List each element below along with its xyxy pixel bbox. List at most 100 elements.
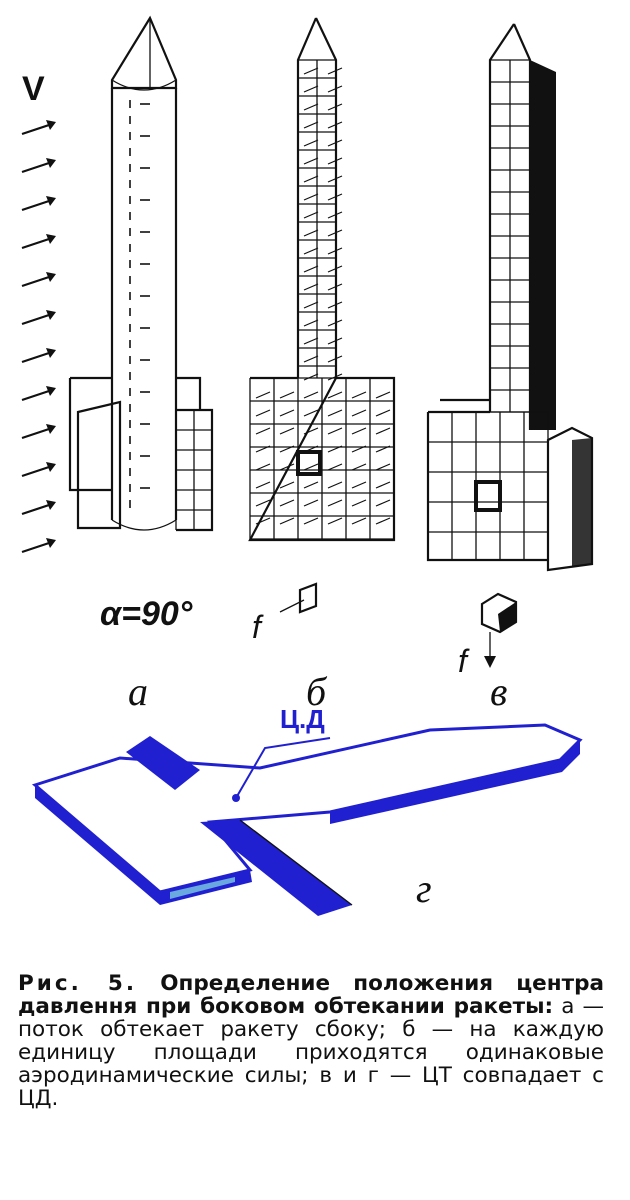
- force-arrow: [327, 463, 343, 471]
- force-arrow: [351, 517, 367, 525]
- rocket-c: [426, 23, 594, 572]
- body-plate-front-light: [170, 877, 235, 899]
- velocity-arrow: [21, 236, 53, 250]
- force-arrow: [303, 67, 319, 75]
- force-arrow: [375, 391, 391, 399]
- force-arrow: [303, 121, 319, 129]
- velocity-arrowhead: [46, 348, 56, 358]
- force-arrow: [303, 463, 319, 471]
- force-arrow: [327, 499, 343, 507]
- force-inset-b: f: [252, 582, 318, 645]
- force-arrow: [279, 445, 295, 453]
- force-arrow: [255, 499, 271, 507]
- force-arrow: [303, 175, 319, 183]
- force-arrow: [351, 499, 367, 507]
- force-arrow: [327, 517, 343, 525]
- velocity-arrow: [21, 540, 53, 554]
- force-arrow: [327, 427, 343, 435]
- force-arrow: [375, 427, 391, 435]
- rear-fin: [126, 736, 200, 790]
- force-arrow: [255, 517, 271, 525]
- force-arrow: [303, 193, 319, 201]
- force-arrow: [327, 391, 343, 399]
- force-arrow: [327, 247, 343, 255]
- force-arrow: [327, 481, 343, 489]
- force-arrow: [279, 427, 295, 435]
- force-arrow: [327, 445, 343, 453]
- force-arrow: [327, 337, 343, 345]
- force-arrow: [327, 67, 343, 75]
- force-arrow: [303, 373, 319, 381]
- velocity-arrowhead: [46, 158, 56, 168]
- force-arrow: [327, 229, 343, 237]
- panel-label-c: в: [490, 669, 507, 714]
- area-unit-highlight-b: [296, 450, 322, 476]
- angle-label: α=90°: [100, 595, 193, 633]
- force-arrow: [255, 391, 271, 399]
- force-arrow: [303, 301, 319, 309]
- force-arrow: [303, 211, 319, 219]
- force-label-c: f: [458, 643, 470, 679]
- velocity-arrow: [21, 388, 53, 402]
- force-arrow: [303, 85, 319, 93]
- velocity-arrow: [21, 198, 53, 212]
- velocity-arrowhead: [46, 424, 56, 434]
- caption-title: Определение положения центра давлення пр…: [18, 971, 604, 1019]
- rocket-b: [248, 17, 396, 542]
- force-arrow: [327, 139, 343, 147]
- area-unit-highlight-c: [474, 480, 502, 512]
- rocket-a: [68, 15, 214, 532]
- force-arrow: [255, 445, 271, 453]
- force-arrow: [327, 355, 343, 363]
- force-arrow: [279, 481, 295, 489]
- panel-label-a: а: [128, 669, 148, 714]
- force-arrow: [327, 85, 343, 93]
- force-arrow: [303, 139, 319, 147]
- force-arrow: [351, 445, 367, 453]
- model-g: [31, 723, 583, 916]
- velocity-arrow: [21, 464, 53, 478]
- force-arrow: [303, 229, 319, 237]
- velocity-arrowhead: [46, 386, 56, 396]
- body-plate-side: [35, 785, 160, 905]
- velocity-arrow: [21, 312, 53, 326]
- force-arrow: [327, 193, 343, 201]
- rocket-pressure-figure: V α=90° а f б: [21, 15, 594, 916]
- force-arrow: [375, 463, 391, 471]
- velocity-arrowhead: [46, 462, 56, 472]
- force-arrow: [279, 517, 295, 525]
- force-arrow: [327, 301, 343, 309]
- force-arrow: [327, 409, 343, 417]
- force-arrow: [303, 319, 319, 327]
- force-arrow: [375, 409, 391, 417]
- velocity-arrowhead: [46, 120, 56, 130]
- force-arrow: [351, 463, 367, 471]
- force-arrow: [255, 481, 271, 489]
- rocket-c-fin-shade: [572, 438, 592, 566]
- force-arrow: [375, 445, 391, 453]
- force-inset-c: f: [458, 592, 518, 679]
- force-arrow: [327, 319, 343, 327]
- figure-number: Рис. 5.: [18, 971, 138, 996]
- velocity-arrow: [21, 350, 53, 364]
- force-arrow: [279, 499, 295, 507]
- force-arrow: [327, 283, 343, 291]
- cd-point: [232, 794, 240, 802]
- force-arrow: [303, 103, 319, 111]
- figure-caption: Рис. 5. Определение положения центра дав…: [18, 972, 604, 1110]
- force-arrow: [303, 499, 319, 507]
- velocity-arrowhead: [46, 310, 56, 320]
- panel-label-g: г: [416, 866, 432, 911]
- force-arrow: [327, 265, 343, 273]
- force-arrow: [303, 481, 319, 489]
- lower-fin: [200, 820, 352, 916]
- force-arrow: [375, 481, 391, 489]
- velocity-arrows: V: [21, 70, 56, 554]
- velocity-arrowhead: [46, 234, 56, 244]
- force-arrow: [303, 355, 319, 363]
- force-arrow: [279, 463, 295, 471]
- force-arrow: [351, 427, 367, 435]
- force-label-b: f: [252, 609, 264, 645]
- nose-side: [330, 740, 580, 824]
- velocity-arrowhead: [46, 500, 56, 510]
